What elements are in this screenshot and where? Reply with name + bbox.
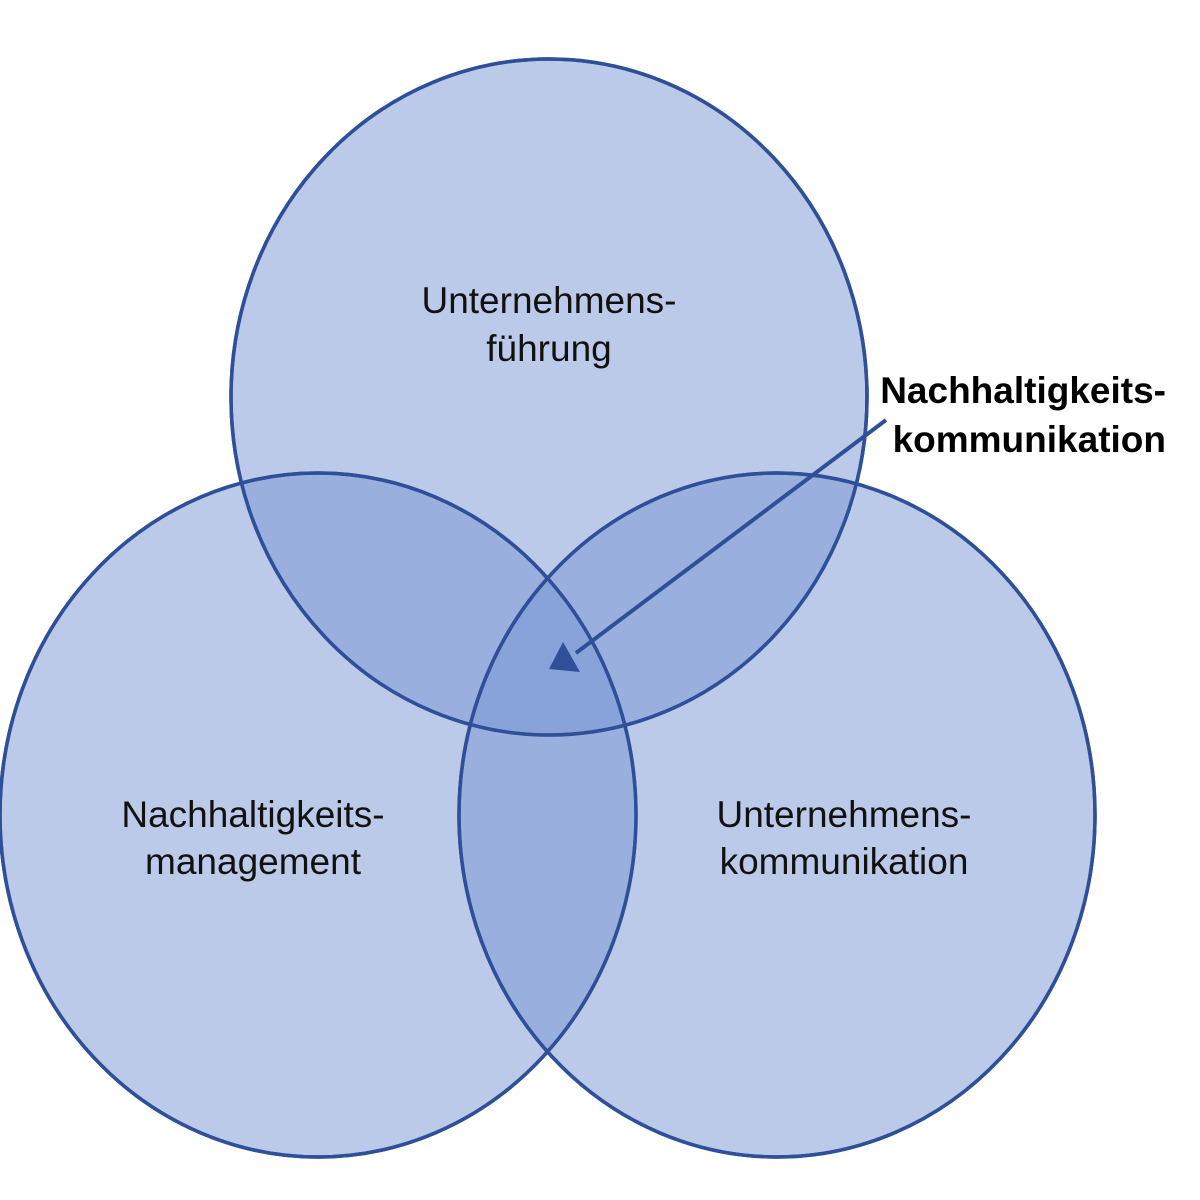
label-right-line2: kommunikation: [720, 841, 969, 882]
label-left-line1: Nachhaltigkeits-: [121, 794, 384, 835]
label-top-line1: Unternehmens-: [421, 280, 676, 321]
label-left-line2: management: [145, 841, 362, 882]
label-right-line1: Unternehmens-: [716, 794, 971, 835]
callout-arrow-head: [549, 642, 580, 672]
circle-outline-top: [229, 57, 869, 737]
callout-arrow-line: [574, 418, 888, 655]
circle-outline-left: [0, 471, 638, 1159]
label-top-line2: führung: [486, 328, 612, 369]
callout-line2: kommunikation: [893, 419, 1166, 460]
circle-outline-right: [457, 471, 1097, 1159]
callout-line1: Nachhaltigkeits-: [880, 370, 1166, 411]
